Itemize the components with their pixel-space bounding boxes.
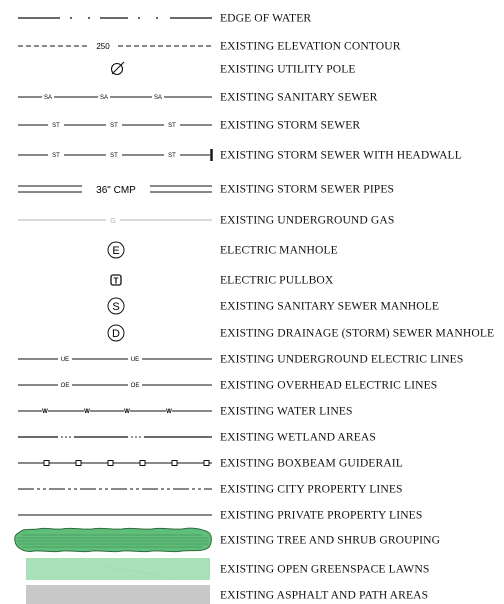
legend-label: EXISTING UNDERGROUND ELECTRIC LINES [220, 352, 464, 366]
legend-row-guiderail: EXISTING BOXBEAM GUIDERAIL [0, 453, 504, 473]
legend-row-elevation-contour: 250 EXISTING ELEVATION CONTOUR [0, 36, 504, 56]
manhole-marker: E [112, 245, 119, 257]
legend-row-private-property: EXISTING PRIVATE PROPERTY LINES [0, 505, 504, 525]
city-property-symbol [14, 479, 214, 499]
legend-row-greenspace: EXISTING OPEN GREENSPACE LAWNS [0, 558, 504, 580]
legend-label: EXISTING ASPHALT AND PATH AREAS [220, 588, 429, 601]
legend-row-storm-headwall: ST ST ST EXISTING STORM SEWER WITH HEADW… [0, 145, 504, 165]
greenspace-symbol [14, 558, 214, 580]
legend-row-electric-pullbox: T ELECTRIC PULLBOX [0, 270, 504, 290]
sewer-marker: SA [154, 95, 162, 101]
pullbox-marker: T [114, 277, 119, 286]
electric-manhole-symbol: E [14, 239, 214, 261]
drainage-manhole-symbol: D [14, 322, 214, 344]
legend-row-electric-manhole: E ELECTRIC MANHOLE [0, 239, 504, 261]
legend-row-underground-gas: G EXISTING UNDERGROUND GAS [0, 210, 504, 230]
legend-label: EXISTING PRIVATE PROPERTY LINES [220, 508, 423, 522]
legend-row-overhead-electric: OE OE EXISTING OVERHEAD ELECTRIC LINES [0, 375, 504, 395]
legend-row-edge-of-water: EDGE OF WATER [0, 8, 504, 28]
underground-electric-symbol: UE UE [14, 349, 214, 369]
contour-marker: 250 [96, 42, 110, 51]
utility-pole-symbol [14, 58, 214, 80]
legend-row-sanitary-sewer: SA SA SA EXISTING SANITARY SEWER [0, 87, 504, 107]
legend-label: EXISTING SANITARY SEWER [220, 90, 378, 104]
legend-row-storm-pipes: 36" CMP EXISTING STORM SEWER PIPES [0, 178, 504, 200]
legend-label: EXISTING BOXBEAM GUIDERAIL [220, 456, 403, 470]
legend-label: EXISTING OPEN GREENSPACE LAWNS [220, 562, 430, 576]
legend-label: EXISTING UNDERGROUND GAS [220, 213, 395, 227]
legend-row-underground-electric: UE UE EXISTING UNDERGROUND ELECTRIC LINE… [0, 349, 504, 369]
manhole-marker: S [112, 301, 119, 313]
storm-pipes-symbol: 36" CMP [14, 178, 214, 200]
water-lines-symbol: W W W W [14, 401, 214, 421]
sewer-marker: SA [44, 95, 52, 101]
storm-marker: ST [110, 153, 118, 159]
water-marker: W [124, 409, 130, 415]
electric-pullbox-symbol: T [14, 270, 214, 290]
edge-of-water-symbol [14, 8, 214, 28]
legend-label: EDGE OF WATER [220, 11, 312, 25]
legend-label: EXISTING ELEVATION CONTOUR [220, 39, 401, 53]
legend-label: EXISTING WATER LINES [220, 404, 353, 418]
storm-marker: ST [52, 153, 60, 159]
elevation-contour-symbol: 250 [14, 36, 214, 56]
pipe-marker: 36" CMP [96, 185, 136, 196]
legend-row-storm-sewer: ST ST ST EXISTING STORM SEWER [0, 115, 504, 135]
legend-row-sanitary-manhole: S EXISTING SANITARY SEWER MANHOLE [0, 295, 504, 317]
legend-label: EXISTING STORM SEWER PIPES [220, 182, 395, 196]
sewer-marker: SA [100, 95, 108, 101]
legend-label: EXISTING STORM SEWER WITH HEADWALL [220, 148, 462, 162]
sanitary-manhole-symbol: S [14, 295, 214, 317]
water-marker: W [166, 409, 172, 415]
legend-row-tree-shrub: EXISTING TREE AND SHRUB GROUPING [0, 526, 504, 554]
wetland-symbol [14, 427, 214, 447]
underground-gas-symbol: G [14, 210, 214, 230]
legend-row-city-property: EXISTING CITY PROPERTY LINES [0, 479, 504, 499]
private-property-symbol [14, 505, 214, 525]
water-marker: W [84, 409, 90, 415]
water-marker: W [42, 409, 48, 415]
storm-marker: ST [168, 153, 176, 159]
manhole-marker: D [112, 328, 120, 340]
legend-label: EXISTING OVERHEAD ELECTRIC LINES [220, 378, 438, 392]
legend-label: EXISTING STORM SEWER [220, 118, 361, 132]
storm-headwall-symbol: ST ST ST [14, 145, 214, 165]
tree-shrub-symbol [14, 526, 214, 554]
legend-label: EXISTING TREE AND SHRUB GROUPING [220, 533, 441, 547]
legend-label: EXISTING UTILITY POLE [220, 62, 356, 76]
legend-row-wetland: EXISTING WETLAND AREAS [0, 427, 504, 447]
legend-label: EXISTING SANITARY SEWER MANHOLE [220, 299, 440, 313]
legend-label: EXISTING WETLAND AREAS [220, 430, 376, 444]
guiderail-symbol [14, 453, 214, 473]
utility-pole-icon [110, 61, 125, 76]
legend-row-water-lines: W W W W EXISTING WATER LINES [0, 401, 504, 421]
electric-marker: UE [61, 357, 69, 363]
legend-label: EXISTING DRAINAGE (STORM) SEWER MANHOLE [220, 326, 495, 340]
legend-label: EXISTING CITY PROPERTY LINES [220, 482, 403, 496]
sanitary-sewer-symbol: SA SA SA [14, 87, 214, 107]
legend-row-utility-pole: EXISTING UTILITY POLE [0, 58, 504, 80]
legend-row-drainage-manhole: D EXISTING DRAINAGE (STORM) SEWER MANHOL… [0, 322, 504, 344]
legend-label: ELECTRIC PULLBOX [220, 273, 334, 287]
electric-marker: OE [61, 383, 70, 389]
storm-sewer-symbol: ST ST ST [14, 115, 214, 135]
electric-marker: OE [131, 383, 140, 389]
overhead-electric-symbol: OE OE [14, 375, 214, 395]
legend-row-asphalt: EXISTING ASPHALT AND PATH AREAS [0, 585, 504, 604]
storm-marker: ST [168, 123, 176, 129]
storm-marker: ST [52, 123, 60, 129]
electric-marker: UE [131, 357, 139, 363]
storm-marker: ST [110, 123, 118, 129]
legend-label: ELECTRIC MANHOLE [220, 243, 338, 257]
asphalt-symbol [14, 585, 214, 604]
gas-marker: G [110, 218, 115, 225]
